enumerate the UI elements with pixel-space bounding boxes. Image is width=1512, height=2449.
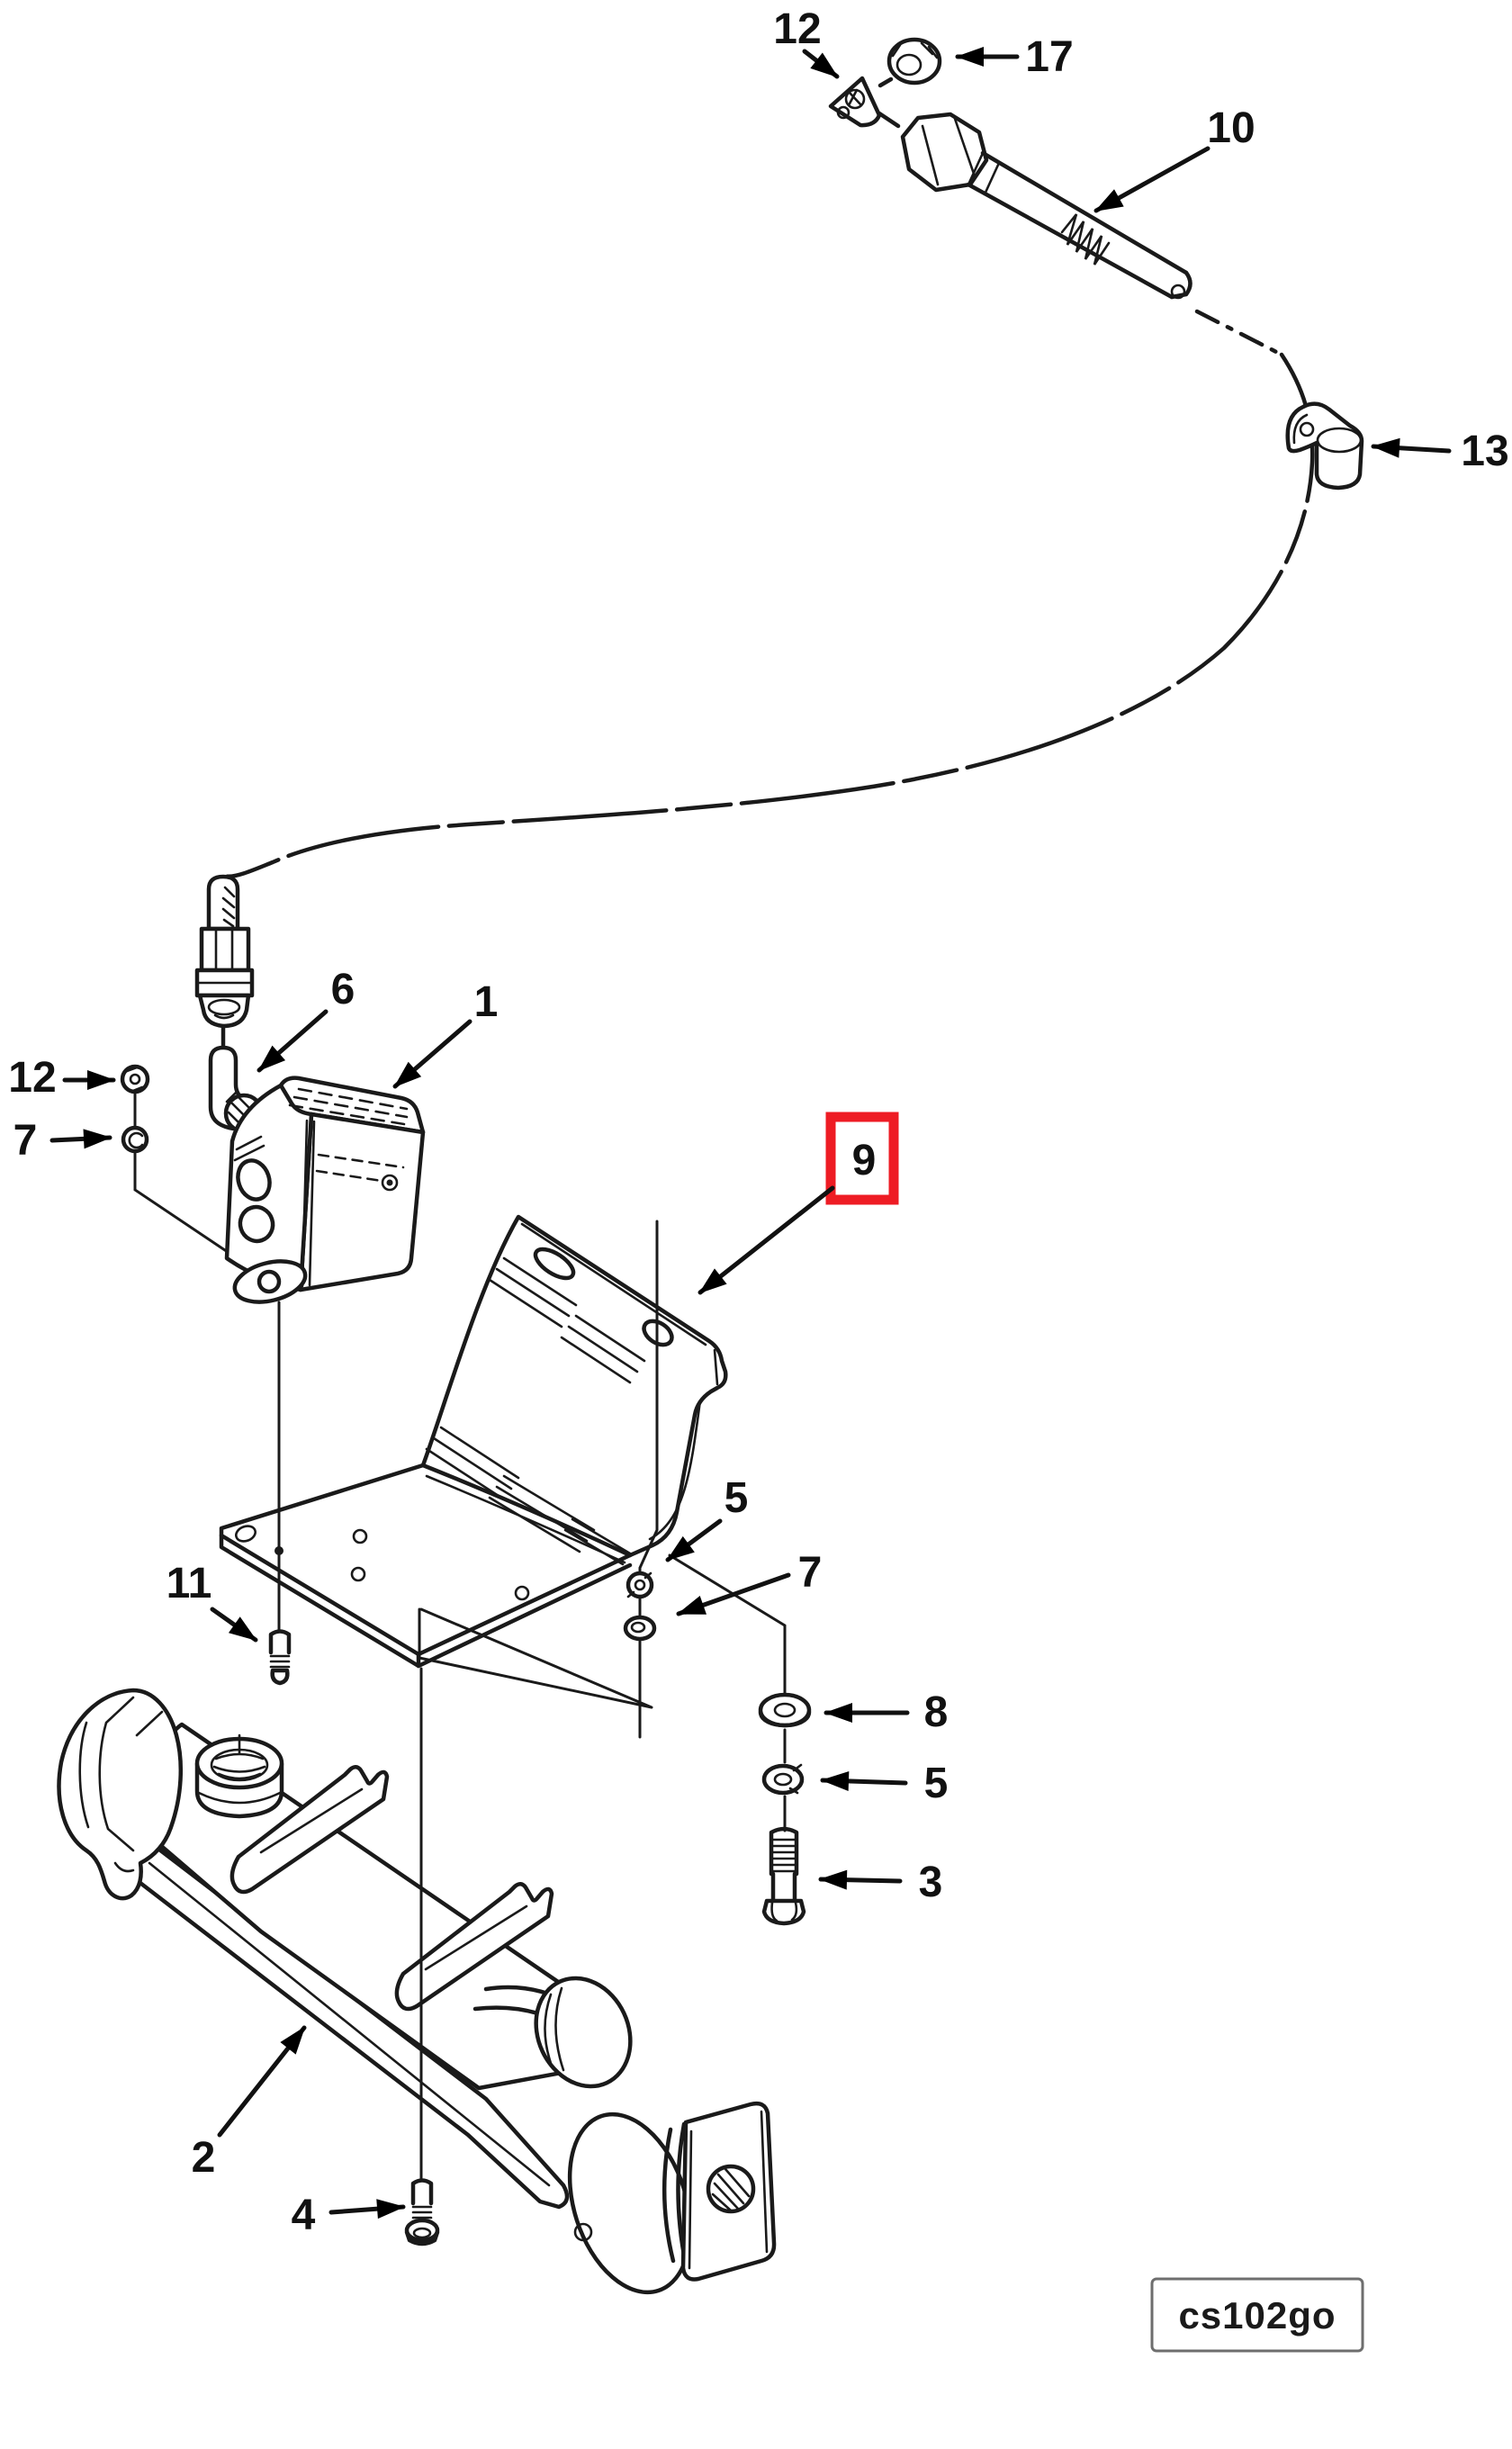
callout-6-arrow [256,1009,328,1073]
bolt-axis [668,1553,787,1832]
cable-connector-icon [194,874,255,1058]
callout-7-left-label: 7 [14,1117,38,1165]
callout-12-top[interactable]: 12 [773,5,840,79]
callout-4-arrow [328,2199,406,2219]
callout-4-label: 4 [292,2192,316,2239]
box-stud-axis [120,1064,268,1280]
callout-7-mid-label: 7 [798,1549,823,1597]
callout-12-top-label: 12 [773,5,821,53]
callout-3[interactable]: 3 [818,1859,943,1906]
clamp-wedge-icon [828,76,901,129]
callout-9-arrow [698,1185,835,1295]
callout-11[interactable]: 11 [166,1560,258,1643]
figure-code-text: cs102go [1178,2294,1336,2336]
figure-code-tag: cs102go [1150,2277,1364,2353]
callout-6-label: 6 [331,966,356,1013]
callout-12-left-label: 12 [8,1054,56,1102]
callout-10[interactable]: 10 [1094,104,1256,213]
pump-icon [472,1976,777,2295]
control-rod-icon [900,112,1192,300]
callout-2-label: 2 [192,2134,216,2182]
callout-2-arrow [217,2025,307,2138]
callout-7-mid[interactable]: 7 [676,1549,823,1616]
manifold-icon [57,1688,777,2295]
bracket-hatching [425,1256,646,1566]
callout-7-left[interactable]: 7 [14,1117,112,1165]
figure-code-box [1150,2277,1364,2353]
flat-washer-icon [758,1692,812,1728]
callout-4[interactable]: 4 [292,2192,406,2239]
control-box-icon [224,1076,426,1304]
callout-1-label: 1 [474,978,499,1026]
callout-5-lower[interactable]: 5 [820,1760,949,1807]
callout-12-left[interactable]: 12 [8,1054,116,1102]
callout-13-arrow [1371,437,1452,458]
throttle-cable [219,309,1315,878]
callout-1-arrow [392,1019,472,1089]
callout-6[interactable]: 6 [256,966,356,1073]
callout-7-mid-arrow [676,1572,791,1616]
filler-port [194,1733,284,1819]
callout-9[interactable]: 9 [698,1112,899,1295]
screw-icon [268,1629,292,1686]
callout-5-lower-arrow [820,1770,908,1791]
callout-5-upper[interactable]: 5 [665,1474,749,1562]
callout-8[interactable]: 8 [824,1688,949,1736]
diagram-artwork [57,37,1364,2295]
callout-5-upper-arrow [665,1518,723,1562]
nut-icon [120,1064,150,1094]
hardware [268,1220,812,2246]
callout-12-top-arrow [802,49,840,79]
mounting-lug-left [230,1765,390,1895]
nut-icon [886,37,942,86]
callout-3-label: 3 [919,1859,943,1906]
callout-8-label: 8 [924,1688,949,1736]
callout-7-left-arrow [50,1129,112,1149]
callout-13[interactable]: 13 [1371,428,1509,475]
callout-10-label: 10 [1207,104,1255,152]
callout-11-label: 11 [166,1560,212,1607]
callout-5-upper-label: 5 [724,1474,749,1522]
callout-1[interactable]: 1 [392,978,499,1089]
cable-clamp-icon [1285,401,1364,491]
screw-icon [404,2178,440,2246]
callout-3-arrow [818,1869,903,1890]
callout-10-arrow [1094,146,1210,213]
callout-17[interactable]: 17 [955,33,1074,81]
washer-icon [623,1615,657,1642]
callout-2[interactable]: 2 [192,2025,307,2182]
mounting-lug-right [394,1882,554,2012]
callout-13-label: 13 [1461,428,1508,475]
callout-17-label: 17 [1025,33,1073,81]
lock-washer-icon [121,1125,149,1154]
callout-11-arrow [210,1607,258,1643]
highlight-box [825,1112,899,1205]
callout-5-lower-label: 5 [924,1760,949,1807]
mounting-bracket-icon [219,1214,728,1709]
lock-washer-icon [626,1571,654,1599]
manifold-end-cap [57,1688,184,1901]
bolt-icon [761,1826,806,1926]
callout-9-label: 9 [852,1137,877,1184]
lock-washer-icon [761,1763,805,1796]
